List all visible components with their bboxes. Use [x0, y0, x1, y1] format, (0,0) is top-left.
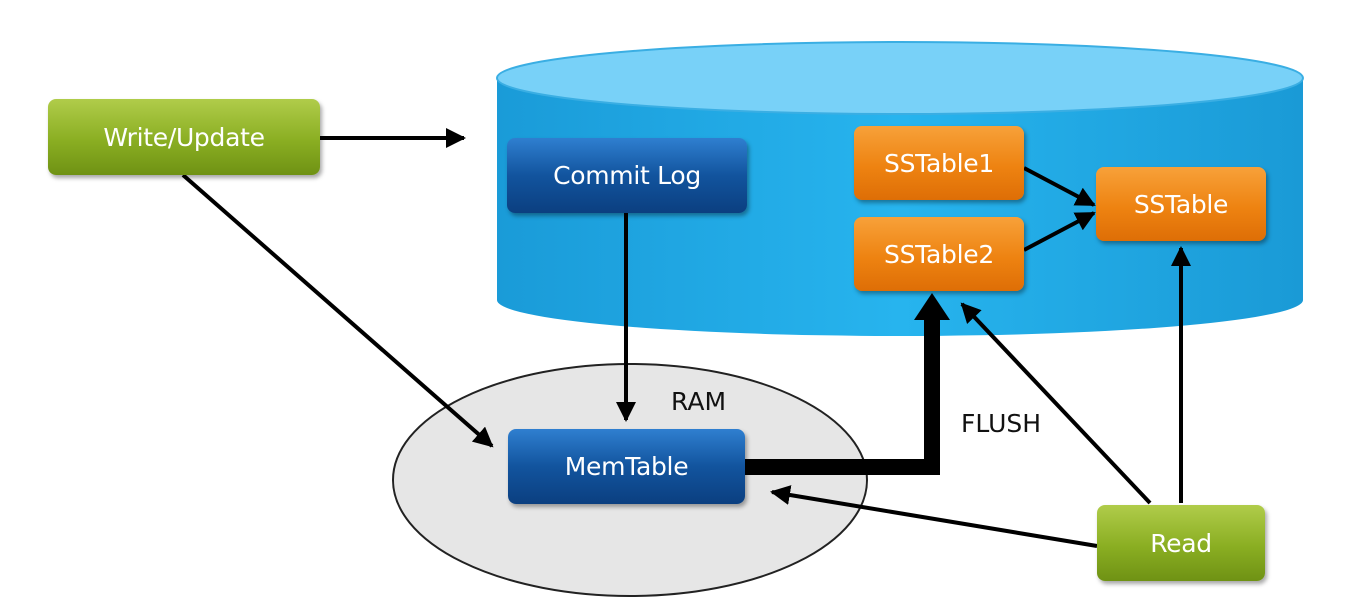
arrow-read-to-sstable2 [960, 302, 1152, 505]
flush-label: FLUSH [961, 409, 1042, 438]
arrow-sstable2-to-sstable [1023, 211, 1096, 252]
read-box: Read [1097, 505, 1265, 581]
memtable-box: MemTable [508, 429, 745, 504]
sstable-box: SSTable [1096, 167, 1266, 241]
write-update-box: Write/Update [48, 99, 320, 175]
ram-label: RAM [671, 387, 727, 416]
sstable2-box: SSTable2 [854, 217, 1024, 291]
sstable1-box: SSTable1 [854, 126, 1024, 200]
arrow-read-to-memtable [770, 485, 1098, 548]
commit-log-box: Commit Log [507, 138, 747, 213]
arrow-sstable1-to-sstable [1023, 166, 1096, 207]
flush-arrow [745, 293, 950, 475]
arrow-write-to-memtable [181, 173, 494, 448]
